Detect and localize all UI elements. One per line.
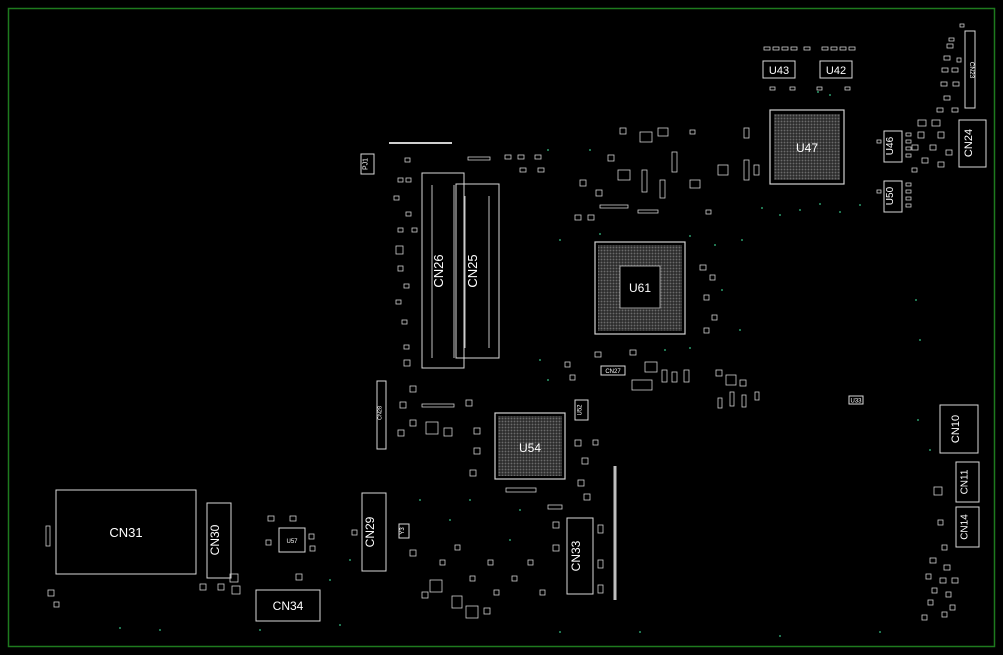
pads-cn27-area bbox=[564, 349, 760, 409]
u42-label: U42 bbox=[826, 65, 846, 77]
pads-u61-area bbox=[574, 127, 760, 334]
u50-component[interactable]: U50 bbox=[883, 180, 903, 213]
u52-component[interactable]: U52 bbox=[574, 399, 589, 421]
cn28-label: CN28 bbox=[378, 406, 384, 420]
u47-label: U47 bbox=[796, 141, 818, 155]
cn26-connector[interactable]: CN26 bbox=[421, 172, 465, 369]
pads-cn23-area bbox=[936, 23, 965, 113]
u61-label: U61 bbox=[629, 281, 651, 295]
cn23-connector[interactable]: CN23 bbox=[964, 30, 976, 109]
cn30-connector[interactable]: CN30 bbox=[206, 502, 232, 579]
u50-label: U50 bbox=[885, 186, 896, 205]
cn31-label: CN31 bbox=[109, 525, 142, 540]
cn10-connector[interactable]: CN10 bbox=[939, 404, 979, 454]
u46-component[interactable]: U46 bbox=[883, 130, 903, 163]
u54-bga-chip[interactable]: U54 bbox=[494, 412, 566, 480]
cn25-connector[interactable]: CN25 bbox=[455, 183, 500, 359]
u46-label: U46 bbox=[885, 136, 896, 155]
cn10-label: CN10 bbox=[950, 415, 962, 443]
cn28-connector[interactable]: CN28 bbox=[376, 380, 387, 450]
u42-component[interactable]: U42 bbox=[819, 60, 853, 79]
cn11-connector[interactable]: CN11 bbox=[955, 461, 980, 503]
cn29-label: CN29 bbox=[363, 516, 377, 547]
cn27-label: CN27 bbox=[605, 369, 621, 375]
u52-label: U52 bbox=[578, 404, 584, 416]
cn34-label: CN34 bbox=[273, 599, 304, 613]
u57-component[interactable]: U57 bbox=[278, 527, 306, 553]
pads-cn33-area bbox=[552, 521, 604, 594]
cn29-connector[interactable]: CN29 bbox=[361, 492, 387, 572]
cn33-connector[interactable]: CN33 bbox=[566, 517, 594, 595]
pads-u46-u50 bbox=[876, 132, 912, 208]
cn24-connector[interactable]: CN24 bbox=[958, 119, 987, 168]
pad-row-top bbox=[763, 46, 856, 91]
pj1-label: PJ1 bbox=[363, 158, 370, 170]
pads-cn26-left bbox=[393, 154, 545, 350]
cn30-label: CN30 bbox=[208, 524, 222, 555]
cn14-connector[interactable]: CN14 bbox=[955, 506, 980, 548]
pj1-component[interactable]: PJ1 bbox=[360, 153, 375, 175]
board-outline bbox=[7, 7, 996, 648]
pads-cn24-area bbox=[911, 119, 953, 173]
pads-u54-area bbox=[397, 359, 599, 510]
cn23-label: CN23 bbox=[968, 62, 975, 79]
cn34-connector[interactable]: CN34 bbox=[255, 589, 321, 622]
cn33-label: CN33 bbox=[569, 540, 583, 571]
pads-bottom-left bbox=[45, 515, 546, 619]
y3-label: Y3 bbox=[400, 527, 406, 535]
pads-right-lower bbox=[921, 486, 959, 621]
cn11-label: CN11 bbox=[960, 469, 971, 494]
u43-label: U43 bbox=[769, 65, 789, 77]
cn26-label: CN26 bbox=[431, 254, 446, 287]
u54-label: U54 bbox=[519, 441, 541, 455]
u33-component[interactable]: U33 bbox=[848, 395, 864, 405]
cn25-label: CN25 bbox=[465, 254, 480, 287]
u43-component[interactable]: U43 bbox=[762, 60, 796, 79]
u33-label: U33 bbox=[850, 399, 862, 405]
cn24-label: CN24 bbox=[963, 129, 975, 157]
u57-label: U57 bbox=[286, 539, 298, 545]
via-field bbox=[119, 91, 931, 637]
cn31-connector[interactable]: CN31 bbox=[55, 489, 197, 575]
cn14-label: CN14 bbox=[960, 514, 971, 540]
u61-bga-chip[interactable]: U61 bbox=[594, 241, 686, 335]
y3-component[interactable]: Y3 bbox=[398, 523, 410, 539]
u47-bga-chip[interactable]: U47 bbox=[769, 109, 845, 185]
cn27-connector[interactable]: CN27 bbox=[600, 365, 626, 376]
